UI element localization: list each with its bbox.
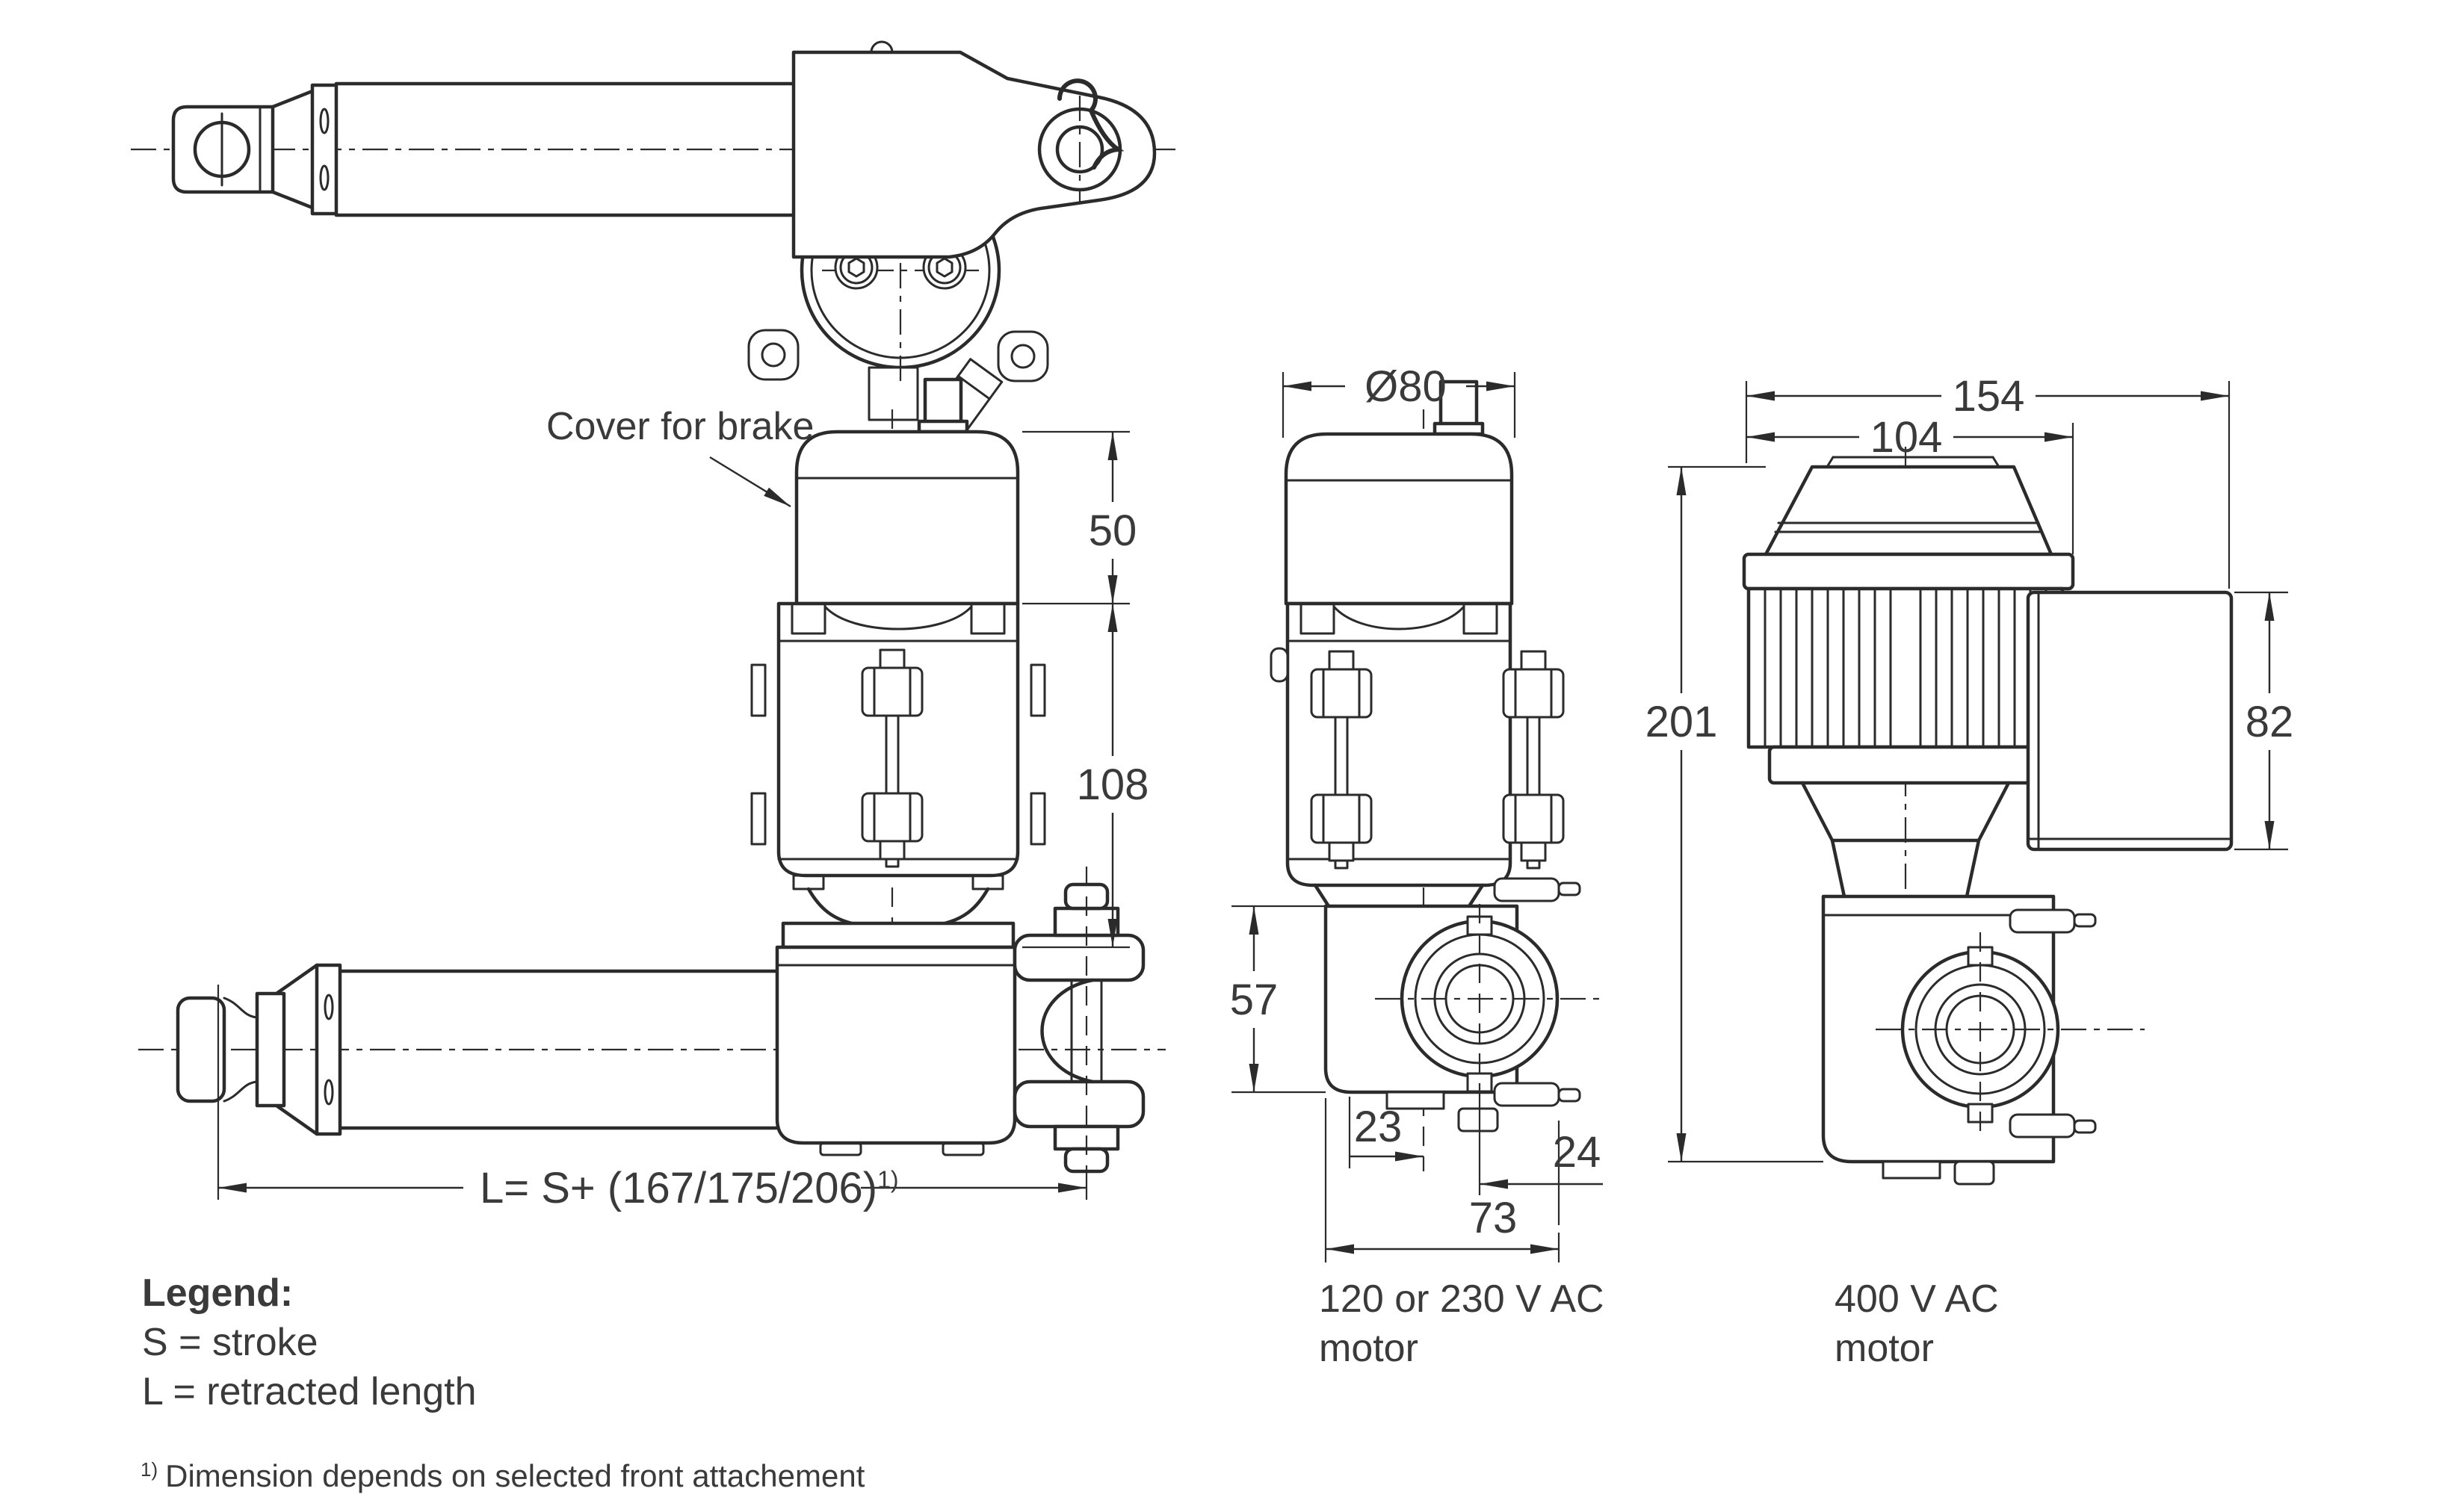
cover-label: Cover for brake xyxy=(546,405,814,448)
dim-gear-housing-height: 57 xyxy=(1230,905,1326,1094)
view-side-large-motor: 154 104 201 82 400 V AC motor xyxy=(1645,372,2294,1370)
front-side-flange xyxy=(1030,663,1046,717)
front-motor-body xyxy=(750,601,1046,890)
top-mount-ear-right xyxy=(997,330,1049,382)
dim-overall-width: 154 xyxy=(1745,372,2231,589)
sm-brake-cover xyxy=(1284,379,1514,606)
dim-label-73: 73 xyxy=(1469,1194,1518,1242)
view-top-plan xyxy=(131,40,1181,436)
lm-clevis-plate-bottom xyxy=(2009,1113,2076,1138)
sm-side-port xyxy=(1270,647,1289,683)
sm-clevis-plate-top xyxy=(1493,877,1560,902)
sm-pin-tip xyxy=(1457,1107,1499,1133)
dim-label-108: 108 xyxy=(1077,760,1149,809)
caption-large-motor-line1: 400 V AC xyxy=(1835,1277,1999,1321)
dim-retracted-length: L= S+ (167/175/206)1) xyxy=(218,1164,1087,1212)
front-brake-cover xyxy=(794,377,1020,606)
footnote: 1)Dimension depends on selected front at… xyxy=(140,1458,865,1493)
lm-gear-housing xyxy=(1821,894,2145,1186)
dim-label-57: 57 xyxy=(1230,976,1279,1024)
top-mount-ear-left xyxy=(747,329,800,381)
lm-brake-cap xyxy=(1742,456,2075,591)
caption-large-motor: 400 V AC motor xyxy=(1835,1277,1999,1370)
top-vent-bump xyxy=(870,40,894,54)
lm-cooling-fins xyxy=(1764,587,2047,749)
sm-motor-body xyxy=(1270,601,1565,908)
front-bell-adapter xyxy=(781,887,1016,949)
front-side-flange xyxy=(750,792,767,846)
front-rod-end xyxy=(176,985,286,1200)
front-rear-clevis xyxy=(1013,867,1146,1200)
dim-label-24: 24 xyxy=(1553,1128,1601,1177)
front-side-flange xyxy=(1030,792,1046,846)
top-bottom-tab xyxy=(868,366,919,421)
sm-gear-housing xyxy=(1323,877,1599,1195)
dim-brake-cover-height: 50 xyxy=(1022,430,1137,605)
front-side-flange xyxy=(750,663,767,717)
top-cylinder-tube xyxy=(271,81,796,217)
caption-small-motor-line2: motor xyxy=(1319,1327,1418,1370)
dim-label-23: 23 xyxy=(1354,1103,1403,1151)
top-front-clevis xyxy=(171,105,275,194)
front-cylinder-tube xyxy=(274,963,779,1136)
dim-mount-to-center: 23 xyxy=(1348,1097,1424,1168)
dim-label-50: 50 xyxy=(1089,506,1137,555)
sm-tie-rod-left xyxy=(1310,650,1373,870)
lm-pin-tip xyxy=(1953,1160,1995,1186)
front-gear-housing xyxy=(775,945,1017,1156)
cover-for-brake-callout: Cover for brake xyxy=(546,405,814,508)
view-front: 50 108 L= S+ (167/175/206)1) Cover for b… xyxy=(138,377,1166,1212)
lm-bottom-tab xyxy=(1882,1160,1941,1180)
caption-small-motor: 120 or 230 V AC motor xyxy=(1319,1277,1604,1370)
footnote-block: 1)Dimension depends on selected front at… xyxy=(140,1458,865,1493)
legend-retracted: L = retracted length xyxy=(142,1370,477,1413)
dim-label-104: 104 xyxy=(1870,413,1943,462)
sm-clevis-plate-bottom xyxy=(1493,1082,1560,1107)
top-r-clip xyxy=(1057,78,1125,170)
dim-motor-body-width: 104 xyxy=(1746,413,2074,554)
dim-terminal-box-height: 82 xyxy=(2234,591,2294,851)
dim-cover-diameter: Ø80 xyxy=(1282,362,1516,438)
lm-clevis-plate-top xyxy=(2009,908,2076,934)
dim-overall-height: 201 xyxy=(1645,465,1823,1163)
dim-center-to-clevis: 24 xyxy=(1480,1121,1603,1225)
view-side-small-motor: Ø80 57 23 24 73 12 xyxy=(1230,362,1604,1370)
sm-tie-rod-right xyxy=(1502,650,1565,870)
top-gearbox-arm xyxy=(791,40,1157,259)
caption-large-motor-line2: motor xyxy=(1835,1327,1934,1370)
lm-terminal-box xyxy=(2026,590,2234,852)
sm-bottom-tab xyxy=(1385,1091,1445,1110)
dim-label-201: 201 xyxy=(1645,698,1718,746)
dim-housing-width: 73 xyxy=(1324,1098,1560,1262)
legend-title: Legend: xyxy=(142,1271,293,1315)
legend-block: Legend: S = stroke L = retracted length xyxy=(142,1271,477,1413)
dim-motor-length: 108 xyxy=(1022,604,1149,949)
front-tie-rod-center xyxy=(861,648,924,868)
length-formula: L= S+ (167/175/206)1) xyxy=(480,1164,899,1212)
caption-small-motor-line1: 120 or 230 V AC xyxy=(1319,1277,1604,1321)
dim-label-d80: Ø80 xyxy=(1364,362,1447,411)
dim-label-154: 154 xyxy=(1953,372,2025,421)
legend-stroke: S = stroke xyxy=(142,1321,318,1364)
dim-label-82: 82 xyxy=(2246,698,2294,746)
